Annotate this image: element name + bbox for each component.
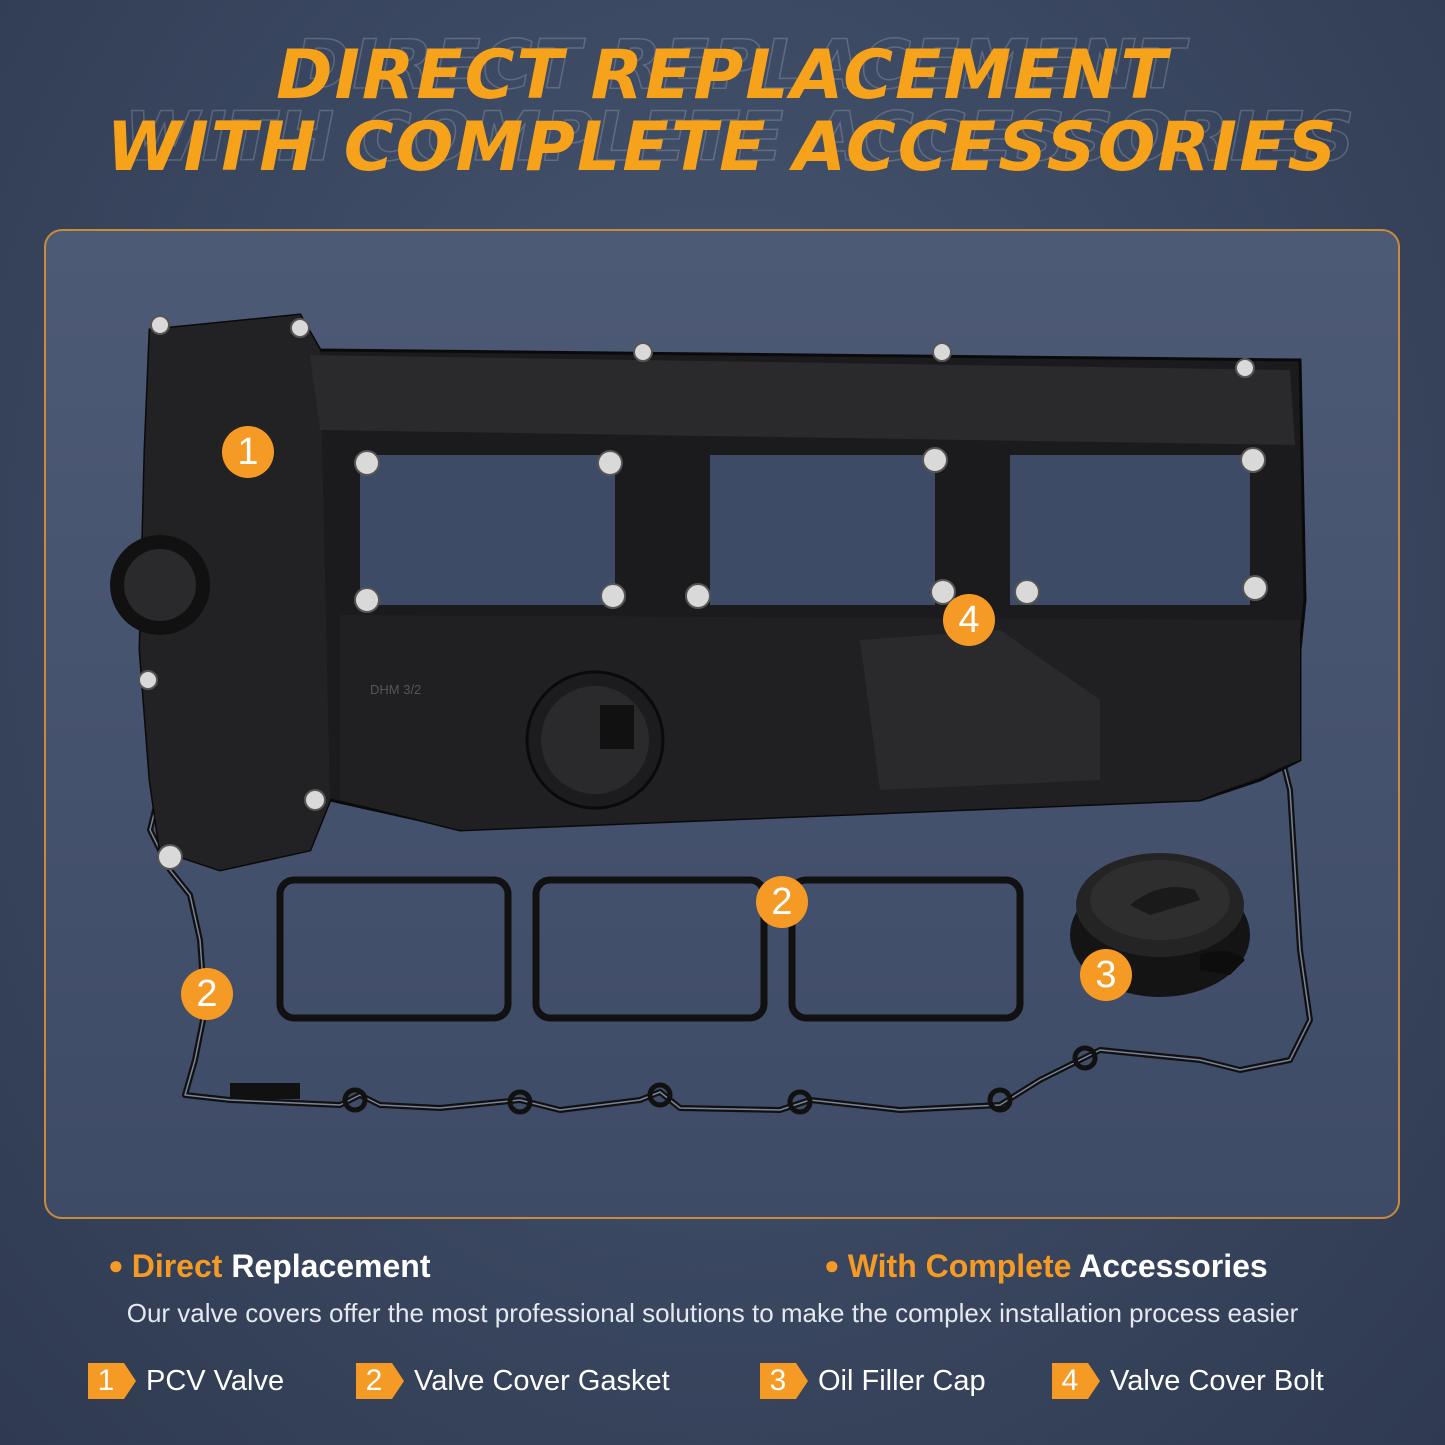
legend-item-valve-cover-bolt: 4 Valve Cover Bolt — [1052, 1362, 1324, 1400]
number-badge-icon: 2 — [356, 1363, 404, 1399]
legend-number: 4 — [1061, 1364, 1079, 1397]
number-badge-icon: 1 — [88, 1363, 136, 1399]
callout-1: 1 — [222, 426, 274, 478]
headline-line2-outline: WITH COMPLETE ACCESSORIES — [124, 97, 1357, 178]
legend-label: Valve Cover Gasket — [414, 1364, 670, 1397]
plug-well-gasket-1 — [276, 876, 512, 1022]
legend-label: Valve Cover Bolt — [1110, 1364, 1324, 1397]
callout-3: 3 — [1080, 949, 1132, 1001]
legend-number: 2 — [365, 1364, 383, 1397]
headline-line1: DIRECT REPLACEMENT — [276, 36, 1169, 115]
feature-direct-replacement: ●Direct Replacement — [108, 1248, 431, 1285]
plug-well-gasket-3 — [788, 876, 1024, 1022]
feature-highlight: Direct — [131, 1248, 223, 1284]
headline-line2: WITH COMPLETE ACCESSORIES — [106, 108, 1339, 187]
plug-well-gasket-2 — [532, 876, 768, 1022]
bullet-icon: ● — [108, 1250, 124, 1280]
feature-rest: Replacement — [231, 1248, 431, 1284]
legend-label: Oil Filler Cap — [818, 1364, 986, 1397]
valve-cover-body: DHM 3/2 — [110, 313, 1307, 872]
legend-number: 3 — [769, 1364, 787, 1397]
callout-2-well-gaskets: 2 — [756, 876, 808, 928]
legend-item-pcv-valve: 1 PCV Valve — [88, 1362, 284, 1400]
description-text: Our valve covers offer the most professi… — [126, 1298, 1299, 1328]
callout-2-main-gasket: 2 — [181, 968, 233, 1020]
headline-line1-outline: DIRECT REPLACEMENT — [293, 25, 1187, 106]
feature-complete-accessories: ●With Complete Accessories — [824, 1248, 1268, 1285]
legend-number: 1 — [97, 1364, 115, 1397]
bullet-icon: ● — [824, 1250, 840, 1280]
legend-item-valve-cover-gasket: 2 Valve Cover Gasket — [356, 1362, 670, 1400]
number-badge-icon: 3 — [760, 1363, 808, 1399]
legend-item-oil-filler-cap: 3 Oil Filler Cap — [760, 1362, 986, 1400]
feature-rest: Accessories — [1079, 1248, 1268, 1284]
cover-stamp: DHM 3/2 — [370, 682, 421, 697]
feature-highlight: With Complete — [847, 1248, 1072, 1284]
legend-label: PCV Valve — [146, 1364, 285, 1397]
number-badge-icon: 4 — [1052, 1363, 1100, 1399]
callout-4: 4 — [943, 594, 995, 646]
